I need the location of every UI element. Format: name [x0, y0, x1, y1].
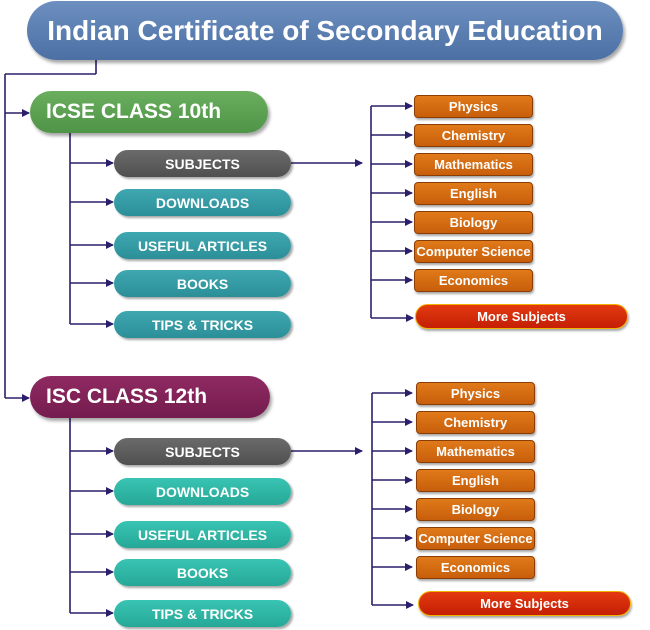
isc-tips-tricks-button[interactable]: TIPS & TRICKS	[114, 600, 291, 627]
icse-more-subjects-button[interactable]: More Subjects	[415, 304, 628, 329]
isc-subject-computer-science[interactable]: Computer Science	[416, 527, 535, 550]
icse-subject-computer-science[interactable]: Computer Science	[414, 240, 533, 263]
isc-more-subjects-button[interactable]: More Subjects	[418, 591, 631, 616]
icse-subject-chemistry[interactable]: Chemistry	[414, 124, 533, 147]
icse-useful-articles-button[interactable]: USEFUL ARTICLES	[114, 232, 291, 259]
isc-books-button[interactable]: BOOKS	[114, 559, 291, 586]
icse-subjects-button[interactable]: SUBJECTS	[114, 150, 291, 177]
isc-subjects-button[interactable]: SUBJECTS	[114, 438, 291, 465]
icse-subject-physics[interactable]: Physics	[414, 95, 533, 118]
diagram-title: Indian Certificate of Secondary Educatio…	[27, 1, 623, 60]
icse-tips-tricks-button[interactable]: TIPS & TRICKS	[114, 311, 291, 338]
icse-subject-mathematics[interactable]: Mathematics	[414, 153, 533, 176]
icse-class-10-node[interactable]: ICSE CLASS 10th	[30, 91, 268, 133]
isc-subject-physics[interactable]: Physics	[416, 382, 535, 405]
isc-subject-english[interactable]: English	[416, 469, 535, 492]
isc-useful-articles-button[interactable]: USEFUL ARTICLES	[114, 521, 291, 548]
isc-subject-biology[interactable]: Biology	[416, 498, 535, 521]
icse-subject-biology[interactable]: Biology	[414, 211, 533, 234]
icse-books-button[interactable]: BOOKS	[114, 270, 291, 297]
isc-downloads-button[interactable]: DOWNLOADS	[114, 478, 291, 505]
icse-subject-english[interactable]: English	[414, 182, 533, 205]
isc-subject-mathematics[interactable]: Mathematics	[416, 440, 535, 463]
isc-subject-chemistry[interactable]: Chemistry	[416, 411, 535, 434]
icse-subject-economics[interactable]: Economics	[414, 269, 533, 292]
isc-subject-economics[interactable]: Economics	[416, 556, 535, 579]
icse-downloads-button[interactable]: DOWNLOADS	[114, 189, 291, 216]
isc-class-12-node[interactable]: ISC CLASS 12th	[30, 376, 270, 418]
